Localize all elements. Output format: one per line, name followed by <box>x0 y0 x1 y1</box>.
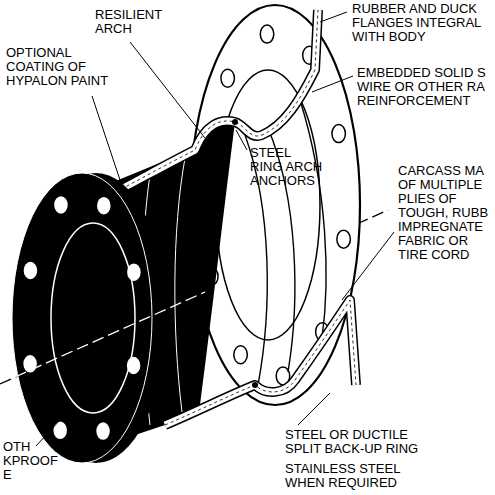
bolt-hole <box>98 198 110 214</box>
bolt-hole <box>337 230 351 248</box>
part-label: OPTIONAL COATING OF HYPALON PAINT <box>6 46 118 88</box>
part-label: CARCASS MA OF MULTIPLE PLIES OF TOUGH, R… <box>398 164 491 262</box>
center-axis <box>15 292 205 377</box>
part-label: STAINLESS STEEL WHEN REQUIRED <box>285 462 410 490</box>
part-label: OTH KPROOF E <box>3 440 61 482</box>
bolt-hole <box>24 356 36 372</box>
bolt-hole <box>221 69 235 87</box>
front-flange <box>12 173 166 463</box>
part-label: STEEL RING ARCH ANCHORS <box>250 146 326 188</box>
bolt-hole <box>260 25 274 43</box>
part-label: RESILIENT ARCH <box>95 8 170 36</box>
bolt-hole <box>234 346 248 364</box>
bolt-hole <box>55 197 67 213</box>
part-label: EMBEDDED SOLID S WIRE OR OTHER RA REINFO… <box>357 66 491 108</box>
bolt-hole <box>24 262 36 278</box>
bolt-hole <box>97 423 109 439</box>
bolt-hole <box>332 125 346 143</box>
bolt-hole <box>128 358 140 374</box>
bolt-hole <box>128 264 140 280</box>
carcass-interior <box>245 100 326 385</box>
part-label: STEEL OR DUCTILE SPLIT BACK-UP RING <box>285 428 425 456</box>
part-label: RUBBER AND DUCK FLANGES INTEGRAL WITH BO… <box>352 2 490 44</box>
